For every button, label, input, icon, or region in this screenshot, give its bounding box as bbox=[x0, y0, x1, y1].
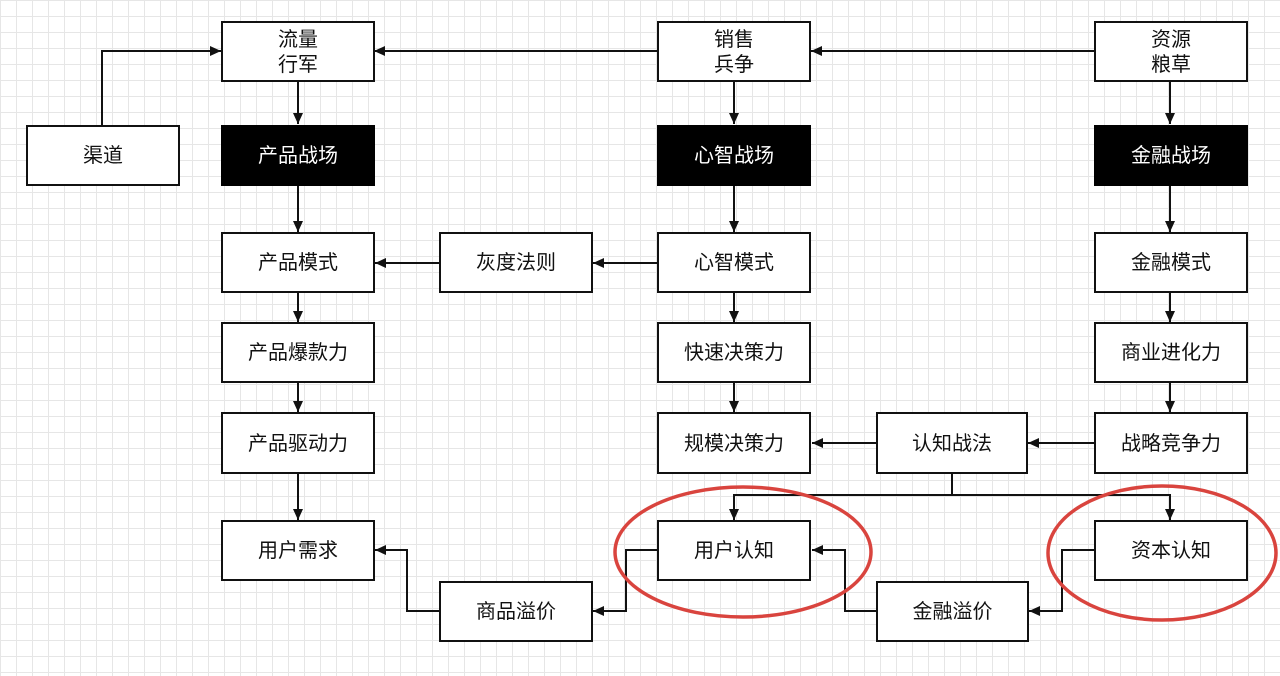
node-product-mode: 产品模式 bbox=[221, 232, 375, 293]
node-label: 用户需求 bbox=[258, 538, 338, 562]
node-label: 销售 兵争 bbox=[714, 26, 754, 76]
node-capital-cognition: 资本认知 bbox=[1094, 520, 1248, 581]
node-label: 战略竞争力 bbox=[1121, 430, 1221, 455]
node-label: 金融溢价 bbox=[912, 599, 993, 623]
node-label: 商品溢价 bbox=[476, 599, 556, 623]
edge-renzhi-to-yonghu-renzhi bbox=[729, 494, 952, 520]
node-user-demand: 用户需求 bbox=[221, 520, 375, 581]
node-label: 产品驱动力 bbox=[248, 430, 348, 455]
node-finance-premium: 金融溢价 bbox=[876, 581, 1029, 642]
node-user-cognition: 用户认知 bbox=[657, 520, 811, 581]
node-label: 产品爆款力 bbox=[248, 340, 348, 364]
node-resource-supply: 资源 粮草 bbox=[1094, 21, 1248, 82]
node-label: 用户认知 bbox=[694, 538, 774, 562]
node-finance-mode: 金融模式 bbox=[1094, 232, 1248, 293]
node-goods-premium: 商品溢价 bbox=[439, 581, 593, 642]
node-label: 产品模式 bbox=[258, 250, 338, 274]
node-label: 资本认知 bbox=[1131, 538, 1211, 562]
node-mind-battlefield: 心智战场 bbox=[657, 125, 811, 186]
node-label: 心智模式 bbox=[694, 250, 774, 274]
node-label: 规模决策力 bbox=[684, 430, 784, 455]
edge-shangpin-yijia-to-yonghu-xuqiu bbox=[375, 545, 439, 612]
highlight-ellipse-user-cognition bbox=[613, 485, 873, 619]
node-scale-decision-power: 规模决策力 bbox=[657, 412, 811, 474]
node-label: 灰度法则 bbox=[476, 250, 556, 274]
node-label: 金融模式 bbox=[1131, 250, 1211, 274]
edge-qudao-to-liuliang bbox=[101, 46, 221, 125]
node-label: 金融战场 bbox=[1131, 143, 1211, 167]
node-strategic-competitiveness: 战略竞争力 bbox=[1094, 412, 1248, 474]
highlight-ellipse-capital-cognition bbox=[1046, 484, 1278, 622]
node-mind-mode: 心智模式 bbox=[657, 232, 811, 293]
node-product-hit-power: 产品爆款力 bbox=[221, 322, 375, 383]
node-traffic-march: 流量 行军 bbox=[221, 21, 375, 82]
node-label: 心智战场 bbox=[694, 143, 774, 167]
node-label: 快速决策力 bbox=[684, 340, 784, 364]
node-label: 商业进化力 bbox=[1121, 340, 1221, 364]
node-product-drive-power: 产品驱动力 bbox=[221, 412, 375, 474]
edge-ziben-renzhi-to-jinrong-yijia bbox=[1029, 549, 1094, 616]
node-label: 流量 行军 bbox=[278, 26, 318, 76]
node-label: 产品战场 bbox=[258, 143, 338, 167]
node-fast-decision-power: 快速决策力 bbox=[657, 322, 811, 383]
node-cognition-tactics: 认知战法 bbox=[876, 412, 1028, 474]
edge-jinrong-yijia-to-yonghu-renzhi bbox=[812, 545, 876, 612]
node-label: 资源 粮草 bbox=[1151, 26, 1191, 76]
edge-renzhi-to-ziben-renzhi bbox=[952, 494, 1175, 520]
node-label: 认知战法 bbox=[912, 430, 992, 455]
node-business-evolution-power: 商业进化力 bbox=[1094, 322, 1248, 383]
node-gray-rule: 灰度法则 bbox=[439, 232, 593, 293]
node-sales-battle: 销售 兵争 bbox=[657, 21, 811, 82]
node-product-battlefield: 产品战场 bbox=[221, 125, 375, 186]
node-channel: 渠道 bbox=[26, 125, 180, 186]
node-finance-battlefield: 金融战场 bbox=[1094, 125, 1248, 186]
edge-yonghu-renzhi-to-shangpin-yijia bbox=[593, 549, 657, 616]
node-label: 渠道 bbox=[83, 143, 123, 167]
